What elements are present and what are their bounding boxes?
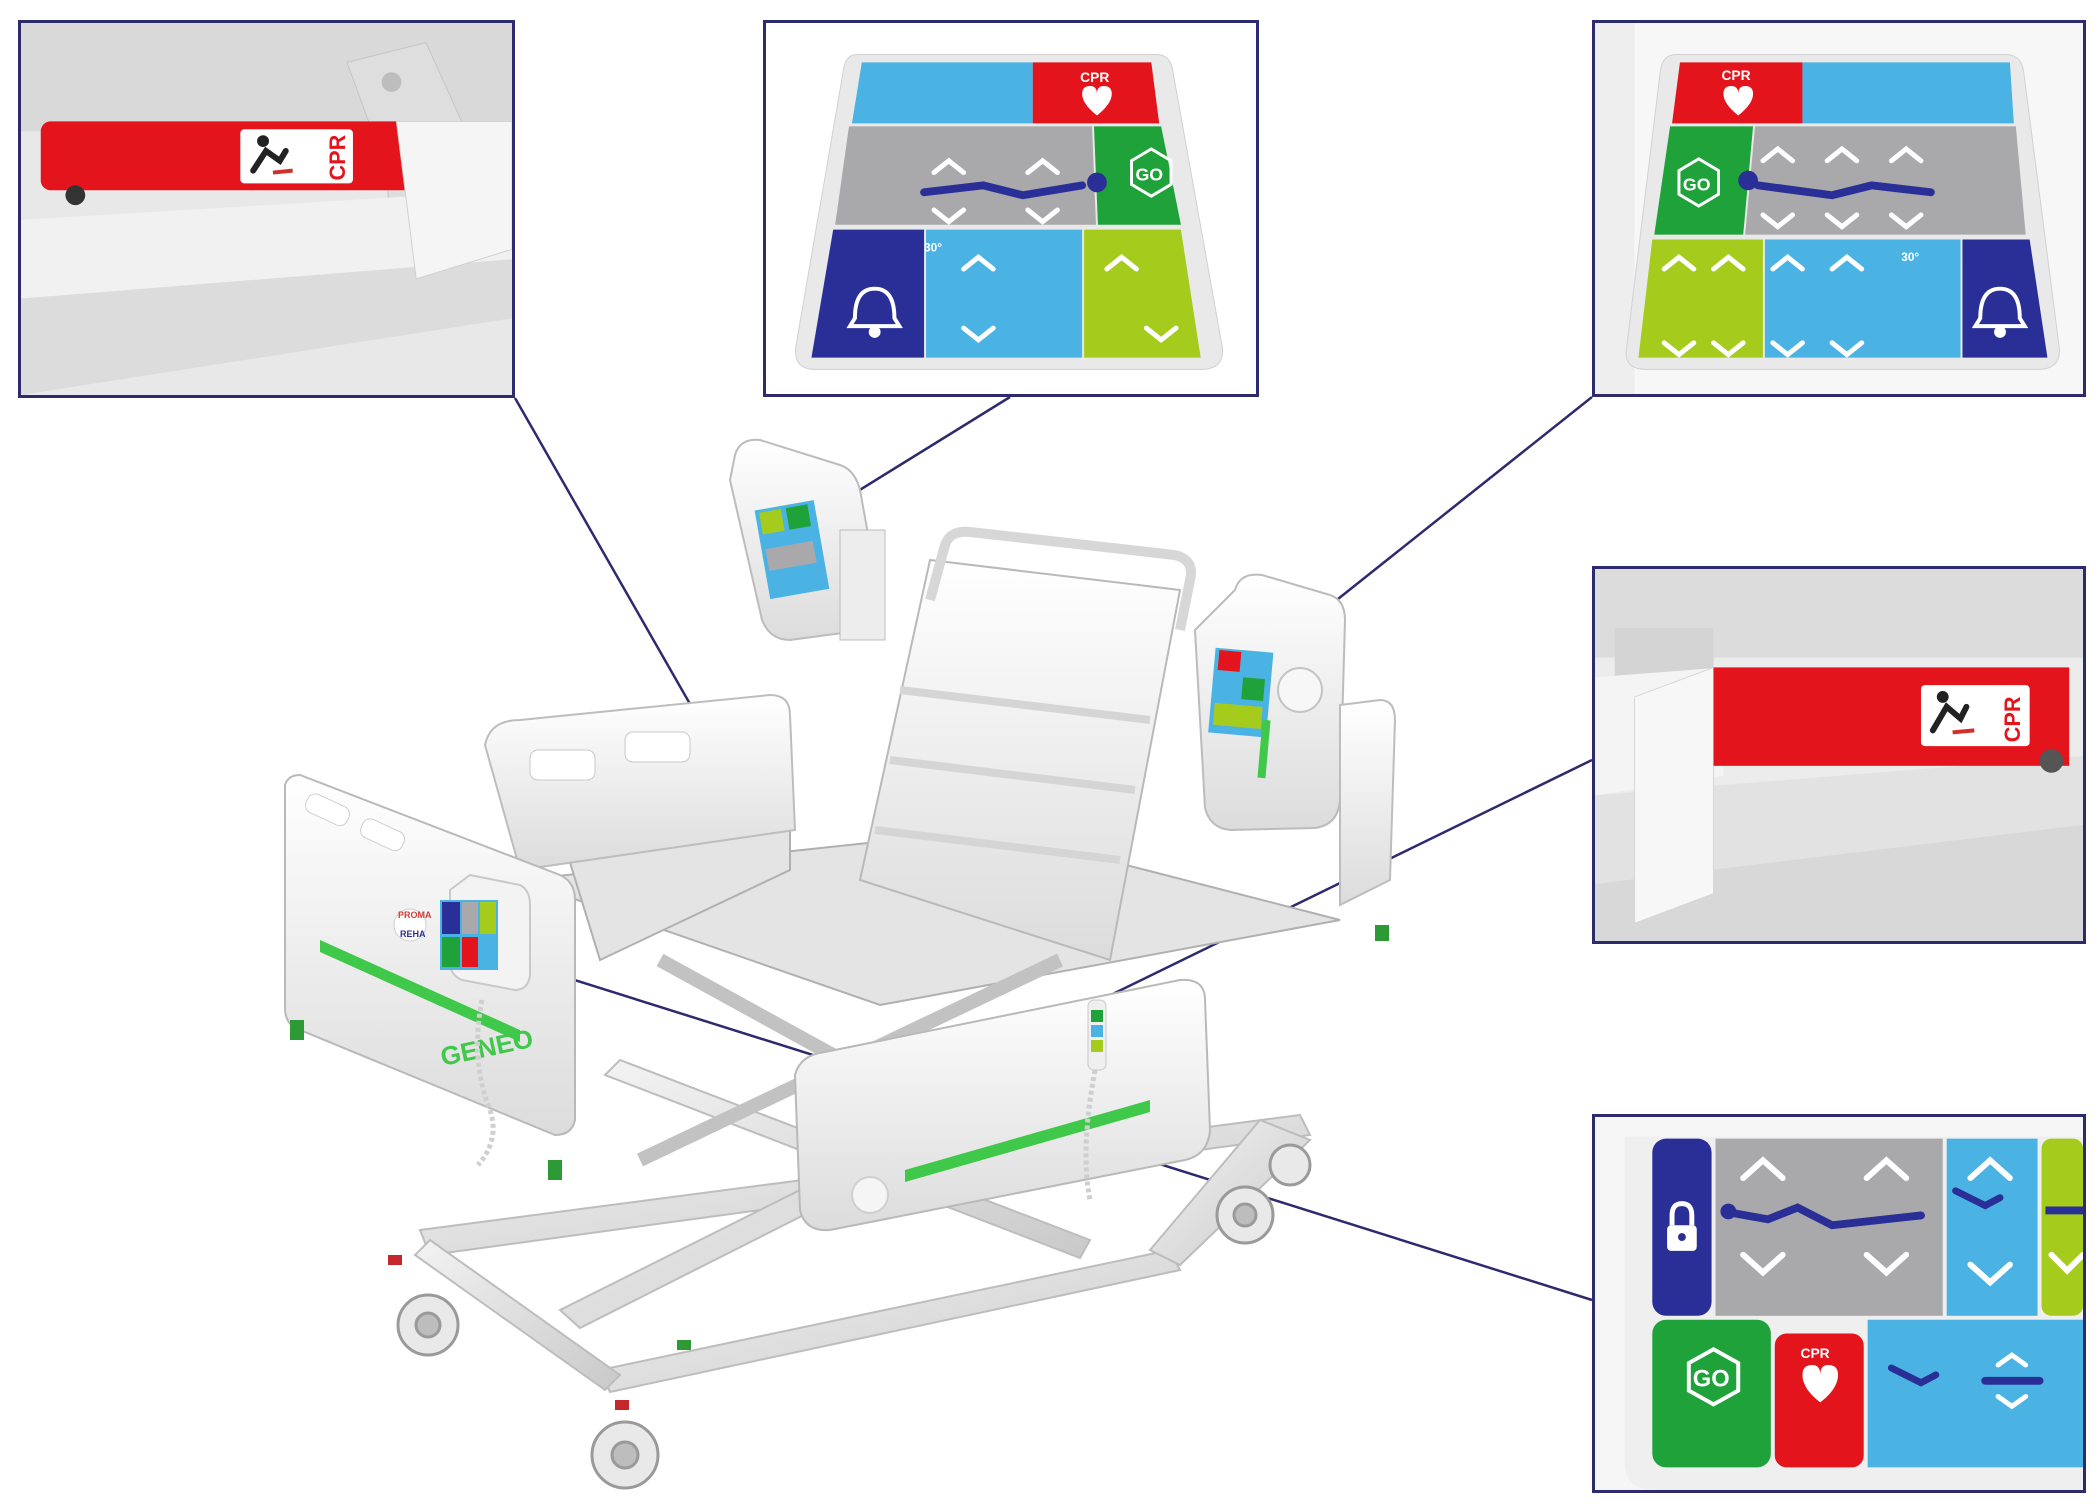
brand-logo: [393, 908, 427, 942]
inset-cpr-lever-right: CPR: [1592, 566, 2086, 944]
go-text-right: GO: [1683, 174, 1711, 194]
head-side-panel-right: [1193, 573, 1347, 832]
head-side-panel-left: [728, 438, 886, 642]
bed-wheels: [396, 1143, 1312, 1490]
cpr-text-right-lever: CPR: [2000, 696, 2025, 742]
chevron-down-icon: [1740, 1251, 1786, 1277]
chevron-up-icon: [1863, 1156, 1910, 1181]
broken-heart-icon: [1723, 85, 1754, 116]
cpr-label-right: CPR: [1920, 685, 2030, 747]
cpr-text-handset: CPR: [1800, 1346, 1829, 1361]
cpr-button-handset: CPR: [1800, 1346, 1839, 1403]
cpr-text-top: CPR: [1080, 70, 1109, 85]
cpr-text-right: CPR: [1721, 68, 1750, 83]
inset-side-panel-top: GO CPR 30°: [763, 20, 1259, 397]
inset-handset-panel: GO CPR: [1592, 1114, 2086, 1493]
inset-side-panel-right: GO CPR 30°: [1592, 20, 2086, 397]
far-side-rail: [483, 693, 797, 872]
bell-icon: [846, 286, 903, 338]
handset-cord: [475, 999, 496, 1167]
cpr-lever-bar: [40, 121, 417, 191]
lock-icon: [1667, 1201, 1697, 1251]
cpr-patient-icon: [250, 135, 293, 175]
go-button-top: GO: [1130, 147, 1173, 198]
footboard: PROMA REHA GENEO: [284, 773, 576, 1137]
broken-heart-icon: [1082, 85, 1112, 116]
cpr-text-left: CPR: [325, 134, 350, 180]
cpr-patient-icon: [1929, 691, 1975, 735]
chevron-down-icon: [2048, 1251, 2083, 1275]
broken-heart-icon: [1802, 1365, 1839, 1403]
callout-line-cpr-right: [1079, 758, 1593, 1012]
chevron-up-icon: [1967, 1156, 2013, 1181]
bed-position-icon: [920, 181, 1087, 200]
angle-text-right: 30°: [1901, 250, 1919, 264]
cpr-button-right: CPR: [1721, 68, 1754, 116]
brand-bottom-text: REHA: [400, 929, 426, 939]
go-text-handset: GO: [1693, 1367, 1730, 1393]
chevron-down-icon: [1863, 1251, 1910, 1277]
cpr-label-left: CPR: [240, 129, 353, 184]
angle-text-top: 30°: [924, 240, 942, 254]
bed-position-icon: [1887, 1364, 1940, 1387]
chevron-up-icon: [1740, 1156, 1786, 1181]
go-button-handset: GO: [1686, 1347, 1741, 1407]
go-text-top: GO: [1135, 164, 1163, 184]
backrest-handle: [925, 526, 1196, 631]
inset-cpr-lever-left: CPR: [18, 20, 515, 398]
near-side-rail: [793, 978, 1212, 1232]
bed-position-icon: [1754, 181, 1935, 200]
bed-position-icon: [1731, 1203, 1925, 1230]
cpr-button-top: CPR: [1080, 70, 1112, 116]
go-button-right: GO: [1677, 157, 1720, 208]
rail-handle-hole: [529, 749, 596, 781]
chevron-down-icon: [1967, 1261, 2013, 1287]
bell-icon: [1971, 286, 2029, 338]
brand-top-text: PROMA: [398, 910, 432, 920]
